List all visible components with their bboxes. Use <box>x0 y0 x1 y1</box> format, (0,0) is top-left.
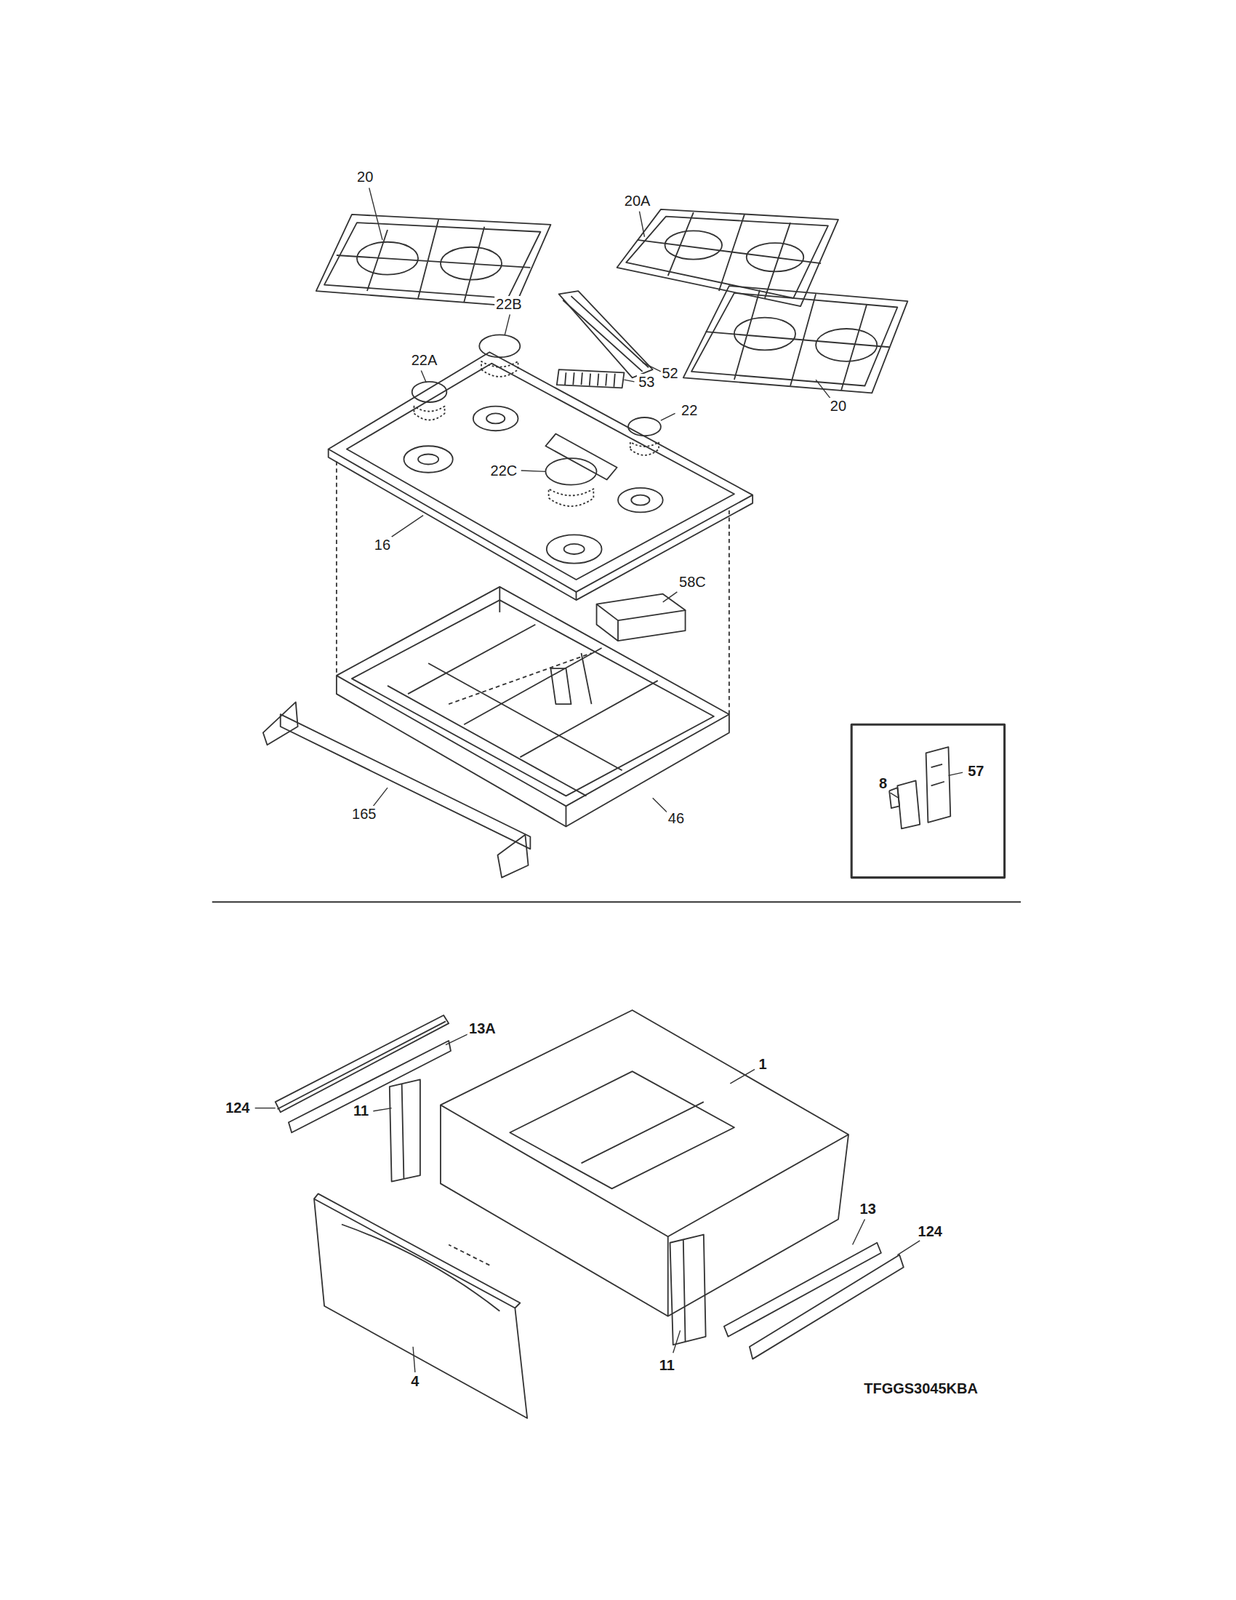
alignment-line <box>448 1244 490 1266</box>
leader-line <box>255 187 963 1372</box>
separator <box>212 900 1021 903</box>
drawer <box>440 1009 849 1316</box>
callout-number: 20 <box>355 168 375 185</box>
grate <box>316 214 552 307</box>
drawer-front <box>314 1193 528 1418</box>
callout-number: 57 <box>966 762 986 779</box>
callout-number: 53 <box>636 373 656 390</box>
cooktop <box>328 351 753 600</box>
burner <box>412 334 661 507</box>
callout-number: 11 <box>657 1356 677 1373</box>
callout-number: 13A <box>467 1020 498 1037</box>
callout-number: 1 <box>757 1055 769 1072</box>
callout-number: 22A <box>410 351 440 368</box>
igniter-module <box>889 746 951 829</box>
callout-number: 8 <box>877 775 889 792</box>
callout-number: 20 <box>828 397 848 414</box>
base-pan <box>336 586 730 827</box>
box <box>596 594 686 642</box>
bracket <box>263 701 531 877</box>
inset-frame <box>851 724 1005 877</box>
callout-number: 11 <box>351 1102 371 1119</box>
drawer-slide <box>275 1014 451 1133</box>
model-number: TFGGS3045KBA <box>862 1379 980 1396</box>
callout-number: 124 <box>223 1099 251 1116</box>
bracket <box>389 1078 421 1181</box>
callout-number: 124 <box>916 1222 944 1239</box>
callout-number: 22C <box>489 462 520 479</box>
callout-number: 22 <box>679 402 699 419</box>
callout-number: 4 <box>409 1372 421 1389</box>
alignment-line <box>336 460 730 717</box>
drawer-slide <box>724 1242 904 1359</box>
grate <box>683 285 909 393</box>
callout-number: 22B <box>494 295 524 312</box>
callout-number: 58C <box>677 573 708 590</box>
bracket <box>670 1234 706 1345</box>
callout-number: 16 <box>372 536 392 553</box>
callout-number: 165 <box>350 805 378 822</box>
callout-number: 20A <box>623 192 653 209</box>
callout-number: 52 <box>660 364 680 381</box>
callout-number: 46 <box>666 809 686 826</box>
callout-number: 13 <box>858 1200 878 1217</box>
